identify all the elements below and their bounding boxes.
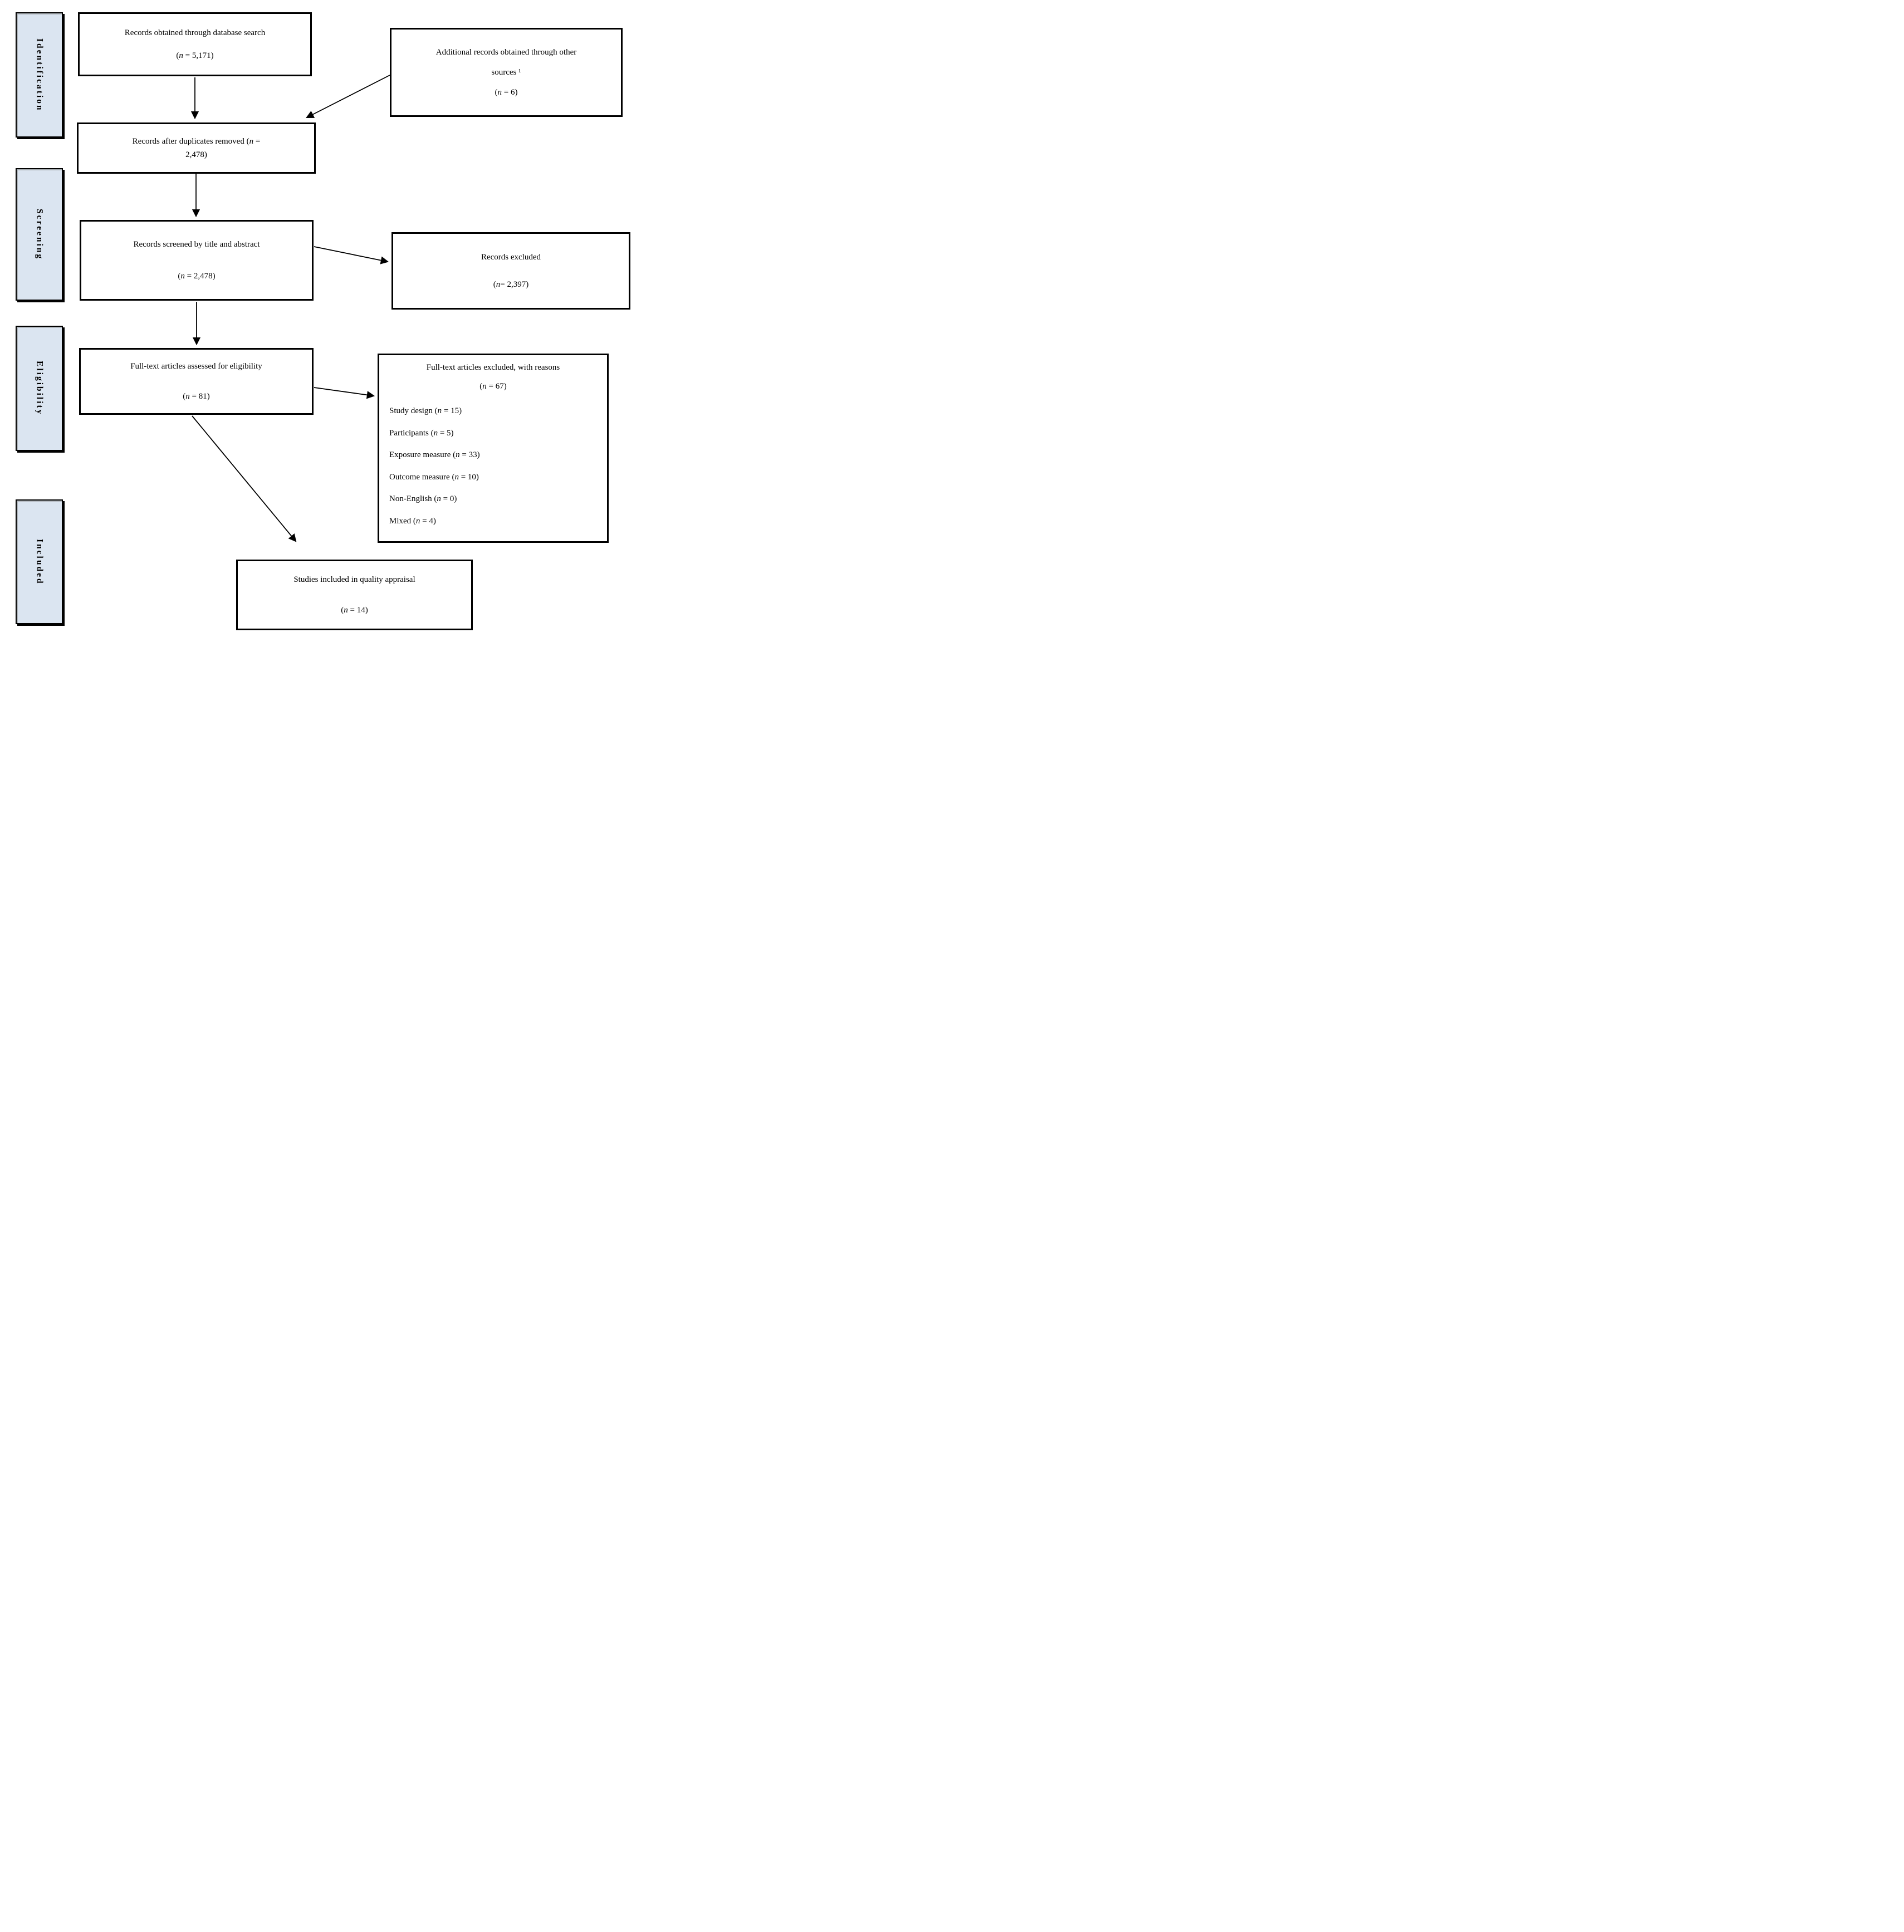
box-fulltext-excluded-reasons: Full-text articles excluded, with reason… xyxy=(378,354,609,543)
box-text-line: 2,478) xyxy=(185,150,207,159)
box-quality-appraisal: Studies included in quality appraisal (n … xyxy=(236,560,473,630)
box-text-line: (n = 2,478) xyxy=(178,271,216,281)
prisma-flow-diagram: Identification Screening Eligibility Inc… xyxy=(0,0,635,646)
box-text-line: (n = 6) xyxy=(495,88,518,97)
box-text-line: Studies included in quality appraisal xyxy=(293,575,415,585)
box-text-line: Records excluded xyxy=(481,253,541,262)
stage-label-eligibility-text: Eligibility xyxy=(35,361,45,416)
box-text-line: Additional records obtained through othe… xyxy=(435,47,577,57)
box-text-line: Full-text articles assessed for eligibil… xyxy=(130,361,262,371)
box-text-line: (n= 2,397) xyxy=(493,279,529,289)
stage-label-included-text: Included xyxy=(35,538,45,585)
box-text-line: (n = 81) xyxy=(183,392,210,401)
stage-label-identification-text: Identification xyxy=(35,38,45,112)
box-text-line: sources ¹ xyxy=(491,67,521,77)
stage-label-screening: Screening xyxy=(16,168,63,301)
box-text-line: Full-text articles excluded, with reason… xyxy=(426,363,560,372)
box-fulltext-assessed: Full-text articles assessed for eligibil… xyxy=(79,348,314,415)
box-text-line: (n = 67) xyxy=(479,382,507,391)
box-text-line: (n = 5,171) xyxy=(176,51,214,60)
box-text-line: Mixed (n = 4) xyxy=(389,517,436,526)
box-records-excluded: Records excluded (n= 2,397) xyxy=(391,232,630,310)
stage-label-included: Included xyxy=(16,499,63,624)
box-text-line: Non-English (n = 0) xyxy=(389,494,457,504)
box-text-line: Study design (n = 15) xyxy=(389,406,462,416)
box-duplicates-removed: Records after duplicates removed (n = 2,4… xyxy=(77,122,316,174)
box-title-abstract-screened: Records screened by title and abstract (n… xyxy=(80,220,314,301)
box-text-line: Records screened by title and abstract xyxy=(133,240,260,249)
stage-label-eligibility: Eligibility xyxy=(16,326,63,451)
box-database-search: Records obtained through database search… xyxy=(78,12,312,76)
arrow-screened-to-excluded xyxy=(314,246,389,264)
box-additional-sources: Additional records obtained through othe… xyxy=(390,28,623,117)
box-text-line: Participants (n = 5) xyxy=(389,428,454,438)
box-text-line: Records after duplicates removed (n = xyxy=(132,137,261,146)
fulltext-excluded-header: Full-text articles excluded, with reason… xyxy=(389,362,597,393)
arrow-additional-to-duplicates xyxy=(306,75,390,118)
box-text-line: Outcome measure (n = 10) xyxy=(389,472,479,482)
box-text-line: (n = 14) xyxy=(341,605,368,615)
box-text-line: Records obtained through database search xyxy=(124,28,266,38)
stage-label-identification: Identification xyxy=(16,12,63,138)
fulltext-excluded-reason-list: Study design (n = 15) Participants (n = 5… xyxy=(389,400,597,533)
box-text-line: Exposure measure (n = 33) xyxy=(389,450,480,460)
arrow-fulltext-to-included xyxy=(192,415,297,542)
stage-label-screening-text: Screening xyxy=(35,208,45,261)
arrow-fulltext-to-excluded xyxy=(314,387,375,399)
